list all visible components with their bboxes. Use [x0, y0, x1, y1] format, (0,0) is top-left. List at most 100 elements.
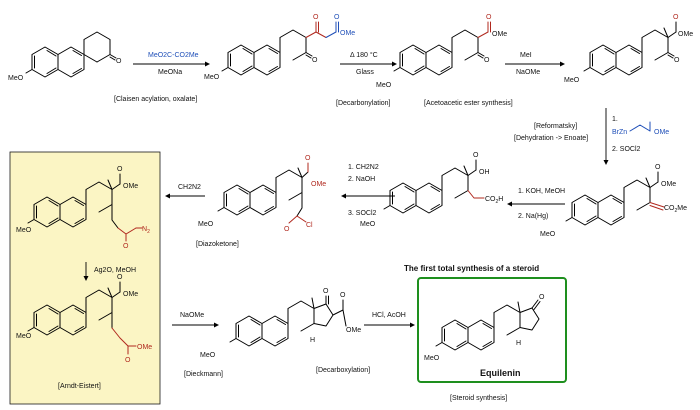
atom-label-ome: OMe: [340, 30, 355, 37]
atom-label-ome: OMe: [346, 327, 361, 334]
reagent-step2-b: Glass: [356, 69, 374, 76]
atom-label-o: O: [674, 57, 680, 64]
atom-label-o: O: [539, 294, 545, 301]
structure-11-equilenin: O H MeO: [424, 294, 545, 362]
reagent-step1-b: MeONa: [158, 69, 182, 76]
atom-label-o-red: O: [123, 243, 129, 250]
caption-step4: [Reformatsky]: [534, 123, 577, 130]
atom-label-o-red: O: [125, 357, 131, 364]
atom-label-ome: OMe: [492, 31, 507, 38]
reaction-arrow-7: CH2N2: [165, 184, 205, 199]
caption-step3: [Acetoacetic ester synthesis]: [424, 100, 513, 107]
atom-label-co2h: CO2H: [485, 196, 503, 205]
atom-label-o: O: [117, 166, 123, 173]
caption-step9: [Dieckmann]: [184, 371, 223, 378]
atom-label-o-red: O: [673, 14, 679, 21]
caption-step10: [Decarboxylation]: [316, 367, 370, 374]
caption-step1: [Claisen acylation, oxalate]: [114, 96, 197, 103]
atom-label-o-blue: O: [334, 14, 340, 21]
structure-9-arndt-eistert-product: O OMe O OMe MeO [Arndt-Eistert]: [16, 274, 152, 390]
atom-label-o: O: [473, 152, 479, 159]
atom-label-o: O: [340, 292, 346, 299]
atom-label-ome: OMe: [123, 291, 138, 298]
reaction-arrow-6: 1. CH2N2 2. NaOH 3. SOCl2: [341, 164, 395, 217]
reagent-step8-a: Ag2O, MeOH: [94, 267, 136, 274]
atom-label-ome: OMe: [678, 31, 693, 38]
structure-6-acid: O OH CO2H MeO: [360, 152, 503, 228]
atom-label-ome: OMe: [311, 181, 326, 188]
structure-1-tetralone: O MeO: [8, 31, 122, 82]
product-caption: [Steroid synthesis]: [450, 395, 507, 402]
product-title: The first total synthesis of a steroid: [404, 264, 539, 273]
structure-10-dieckmann-product: O O OMe H MeO: [200, 288, 361, 359]
structure-2-oxalyl-ketone: O O O OMe MeO: [204, 14, 355, 81]
reaction-arrow-3: MeI NaOMe [Acetoacetic ester synthesis]: [424, 52, 565, 107]
reagent-step1-a: MeO2C-CO2Me: [148, 52, 199, 59]
reagent-step2-a: Δ 180 °C: [350, 51, 378, 59]
atom-label-meo: MeO: [8, 75, 24, 82]
reagent-step6-b: 2. NaOH: [348, 176, 375, 183]
product-name: Equilenin: [480, 368, 521, 378]
structure-5-enoate: O OMe CO2Me MeO: [540, 164, 687, 238]
atom-label-o: O: [323, 288, 329, 295]
atom-label-o: O: [312, 57, 318, 64]
atom-label-ome: OMe: [661, 181, 676, 188]
atom-label-meo: MeO: [198, 221, 214, 228]
reagent-step7-a: CH2N2: [178, 184, 201, 191]
reagent-step6-a: 1. CH2N2: [348, 164, 379, 171]
atom-label-o: O: [655, 164, 661, 171]
atom-label-o-red: O: [305, 155, 311, 162]
atom-label-ome: OMe: [123, 183, 138, 190]
reagent-step4-c: 2. SOCl2: [612, 146, 641, 153]
atom-label-meo: MeO: [540, 231, 556, 238]
structure-7-acid-chloride: O OMe O Cl MeO [Diazoketone]: [196, 155, 326, 248]
reaction-arrow-5: 1. KOH, MeOH 2. Na(Hg): [507, 188, 565, 220]
atom-label-o-red: O: [313, 14, 319, 21]
atom-label-ome-red: OMe: [137, 344, 152, 351]
atom-label-meo: MeO: [564, 77, 580, 84]
structure-4-methyl-ketoester: O O OMe MeO: [564, 14, 693, 84]
caption-step6: [Diazoketone]: [196, 241, 239, 248]
reagent-step6-c: 3. SOCl2: [348, 210, 377, 217]
reaction-arrow-8: Ag2O, MeOH: [83, 262, 136, 281]
caption-step4-b: [Dehydration -> Enoate]: [514, 135, 588, 142]
reagent-step5-b: 2. Na(Hg): [518, 213, 548, 220]
equilenin-product-box: [417, 277, 567, 383]
atom-label-meo: MeO: [376, 82, 392, 89]
atom-label-o-red: O: [284, 226, 290, 233]
reaction-arrow-10: HCl, AcOH [Decarboxylation]: [316, 312, 415, 374]
atom-label-o: O: [117, 274, 123, 281]
reagent-step5-a: 1. KOH, MeOH: [518, 188, 565, 195]
reagent-step4-a: 1.: [612, 116, 618, 123]
atom-label-h: H: [516, 340, 521, 347]
atom-label-meo: MeO: [16, 333, 32, 340]
atom-label-meo: MeO: [200, 352, 216, 359]
atom-label-meo: MeO: [16, 227, 32, 234]
atom-label-n2: N2: [142, 226, 150, 235]
reaction-arrow-4: 1. BrZn OMe 2. SOCl2 [Reformatsky] [Dehy…: [514, 108, 669, 165]
atom-label-o: O: [116, 58, 122, 65]
reaction-arrow-1: MeO2C-CO2Me MeONa [Claisen acylation, ox…: [114, 52, 210, 103]
reaction-arrow-2: Δ 180 °C Glass [Decarbonylation]: [336, 51, 397, 107]
reaction-arrow-9: NaOMe [Dieckmann]: [172, 312, 223, 378]
atom-label-meo: MeO: [204, 74, 220, 81]
atom-label-meo: MeO: [424, 355, 440, 362]
atom-label-o: O: [484, 57, 490, 64]
atom-label-o-red: O: [486, 14, 492, 21]
reagent-step4-b: BrZn: [612, 129, 627, 136]
atom-label-co2me: CO2Me: [664, 205, 687, 214]
caption-step2: [Decarbonylation]: [336, 100, 391, 107]
atom-label-cl: Cl: [306, 222, 313, 229]
atom-label-meo: MeO: [360, 221, 376, 228]
atom-label-oh: OH: [479, 169, 490, 176]
caption-step8: [Arndt-Eistert]: [58, 383, 101, 390]
structure-8-diazoketone: O OMe O N2 MeO: [16, 166, 150, 250]
reagent-step9-a: NaOMe: [180, 312, 204, 319]
atom-label-ome-blue: OMe: [654, 129, 669, 136]
atom-label-h: H: [310, 337, 315, 344]
structure-3-ketoester: O O OMe MeO: [376, 14, 507, 89]
reagent-step10-a: HCl, AcOH: [372, 312, 406, 319]
reagent-step3-a: MeI: [520, 52, 532, 59]
reagent-step3-b: NaOMe: [516, 69, 540, 76]
